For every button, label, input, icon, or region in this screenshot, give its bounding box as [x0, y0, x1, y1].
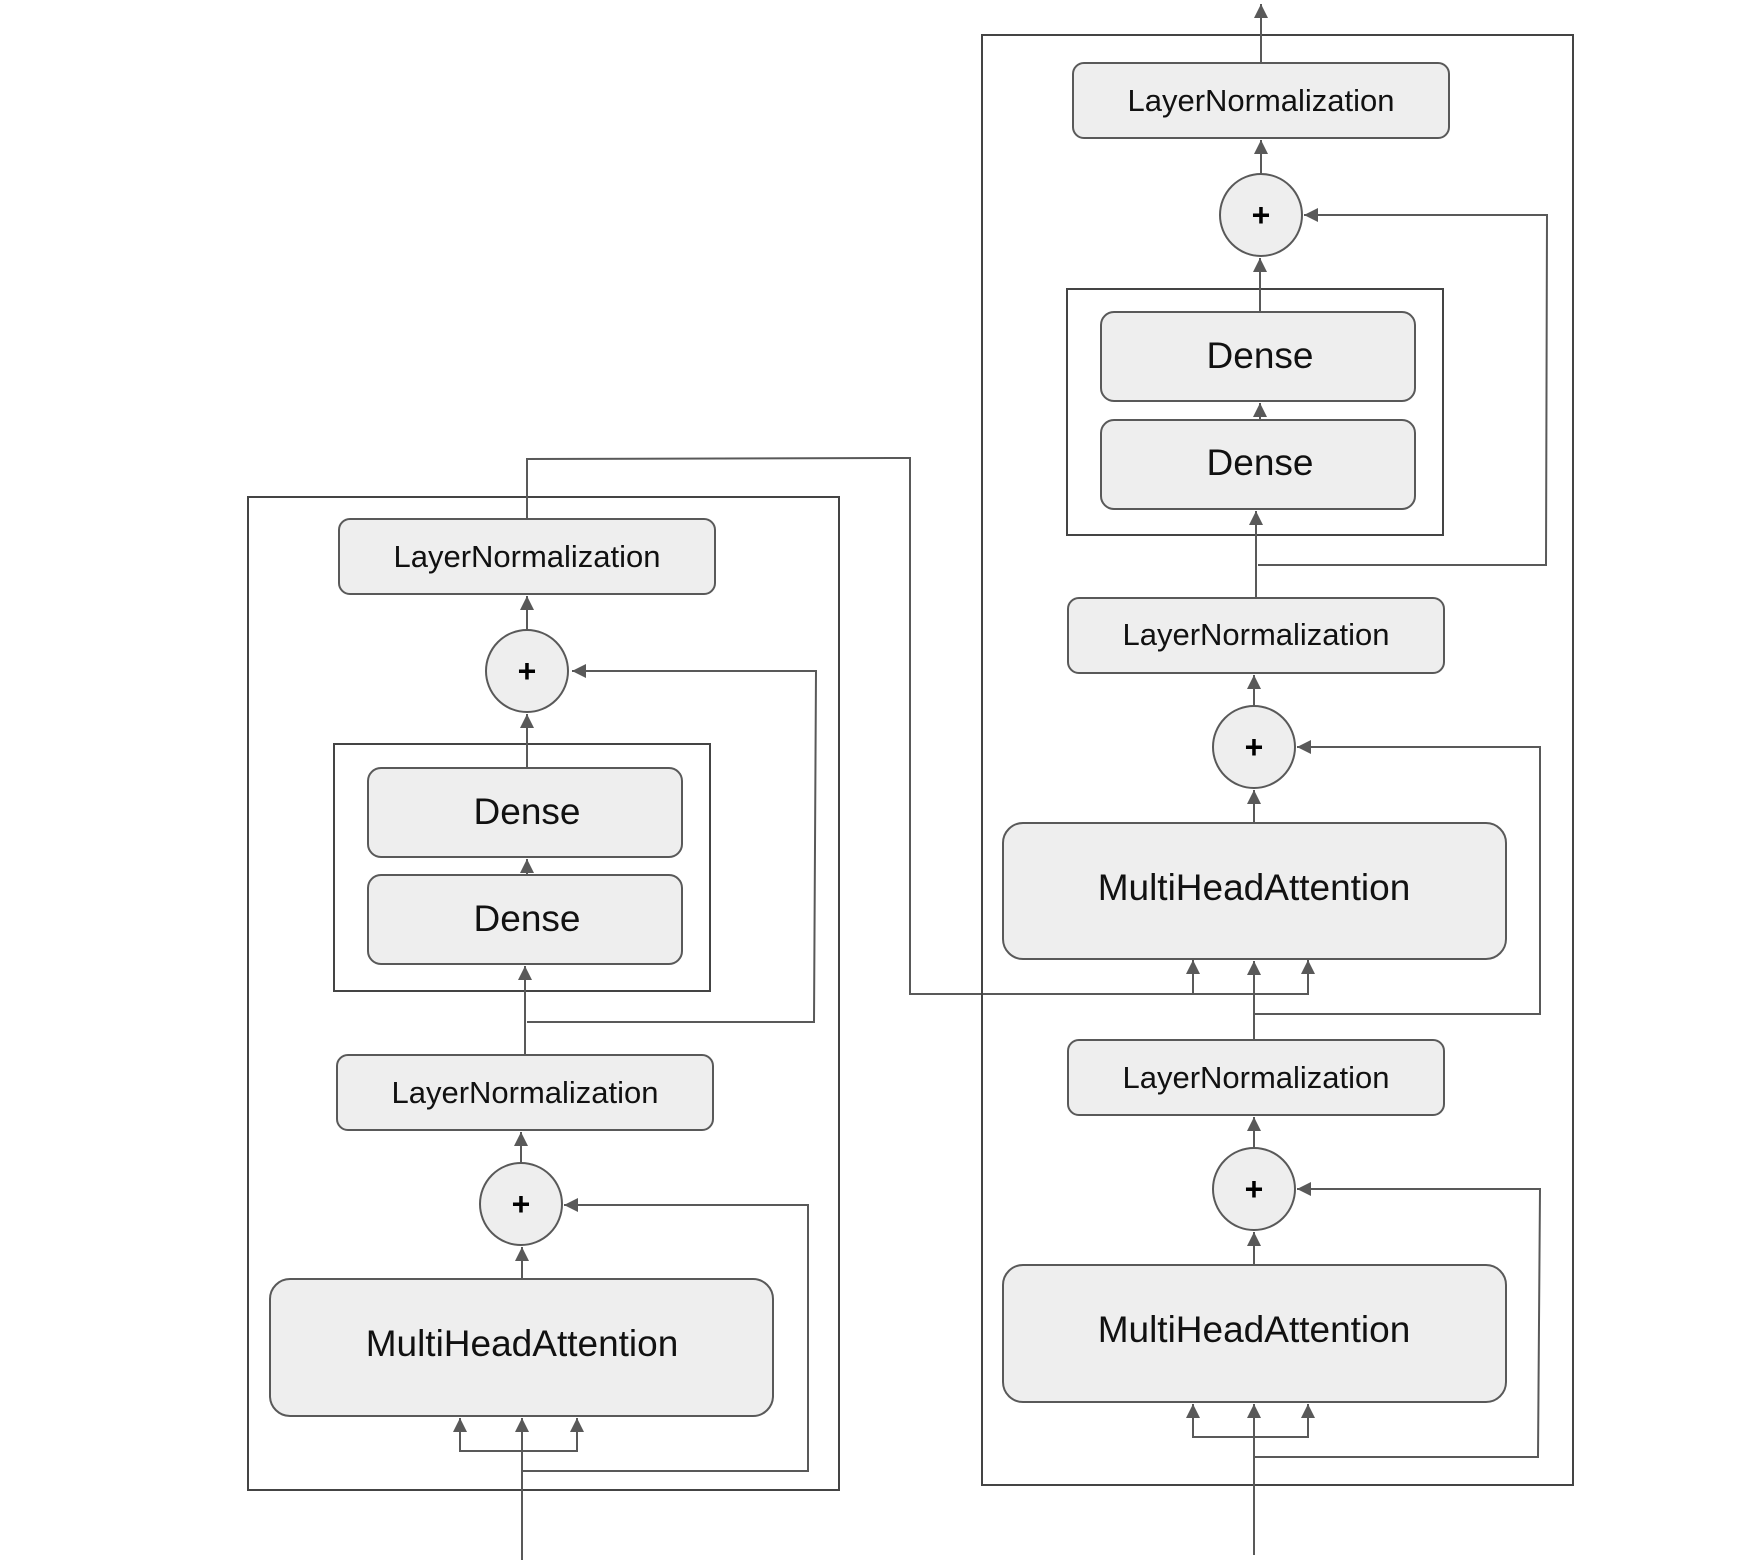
decoder-add-cross-symbol: + [1245, 729, 1264, 765]
encoder-dense-upper-label: Dense [474, 791, 581, 832]
decoder-add-self-symbol: + [1245, 1171, 1264, 1207]
encoder-block: LayerNormalization + Dense Dense LayerNo… [247, 456, 1315, 1560]
encoder-add-bottom: + [479, 1162, 563, 1246]
decoder-layernorm-bottom: LayerNormalization [1067, 1039, 1445, 1116]
encoder-frame [247, 496, 840, 1491]
encoder-layernorm-top: LayerNormalization [338, 518, 716, 595]
encoder-mha-label: MultiHeadAttention [366, 1323, 679, 1364]
encoder-mha: MultiHeadAttention [269, 1278, 774, 1417]
decoder-layernorm-top: LayerNormalization [1072, 62, 1450, 139]
decoder-layernorm-middle: LayerNormalization [1067, 597, 1445, 674]
encoder-connectors [453, 456, 1315, 1560]
encoder-layernorm-bottom-label: LayerNormalization [391, 1075, 658, 1110]
decoder-block: LayerNormalization + Dense Dense LayerNo… [981, 4, 1574, 1555]
decoder-add-ffn-symbol: + [1252, 197, 1271, 233]
encoder-layernorm-top-label: LayerNormalization [393, 539, 660, 574]
encoder-add-top: + [485, 629, 569, 713]
decoder-layernorm-middle-label: LayerNormalization [1122, 617, 1389, 652]
encoder-add-bottom-symbol: + [512, 1186, 531, 1222]
decoder-layernorm-bottom-label: LayerNormalization [1122, 1060, 1389, 1095]
decoder-add-self: + [1212, 1147, 1296, 1231]
encoder-dense-lower: Dense [367, 874, 683, 965]
encoder-dense-upper: Dense [367, 767, 683, 858]
decoder-dense-lower-label: Dense [1207, 442, 1314, 483]
decoder-cross-mha-label: MultiHeadAttention [1098, 867, 1411, 908]
decoder-cross-mha: MultiHeadAttention [1002, 822, 1507, 960]
encoder-layernorm-bottom: LayerNormalization [336, 1054, 714, 1131]
decoder-self-mha: MultiHeadAttention [1002, 1264, 1507, 1403]
decoder-frame [981, 34, 1574, 1486]
decoder-dense-lower: Dense [1100, 419, 1416, 510]
encoder-ffn-frame [333, 743, 711, 992]
decoder-layernorm-top-label: LayerNormalization [1127, 83, 1394, 118]
decoder-self-mha-label: MultiHeadAttention [1098, 1309, 1411, 1350]
encoder-add-top-symbol: + [518, 653, 537, 689]
decoder-dense-upper-label: Dense [1207, 335, 1314, 376]
decoder-dense-upper: Dense [1100, 311, 1416, 402]
encoder-dense-lower-label: Dense [474, 898, 581, 939]
decoder-add-ffn: + [1219, 173, 1303, 257]
decoder-add-cross: + [1212, 705, 1296, 789]
decoder-connectors [1186, 4, 1549, 1555]
